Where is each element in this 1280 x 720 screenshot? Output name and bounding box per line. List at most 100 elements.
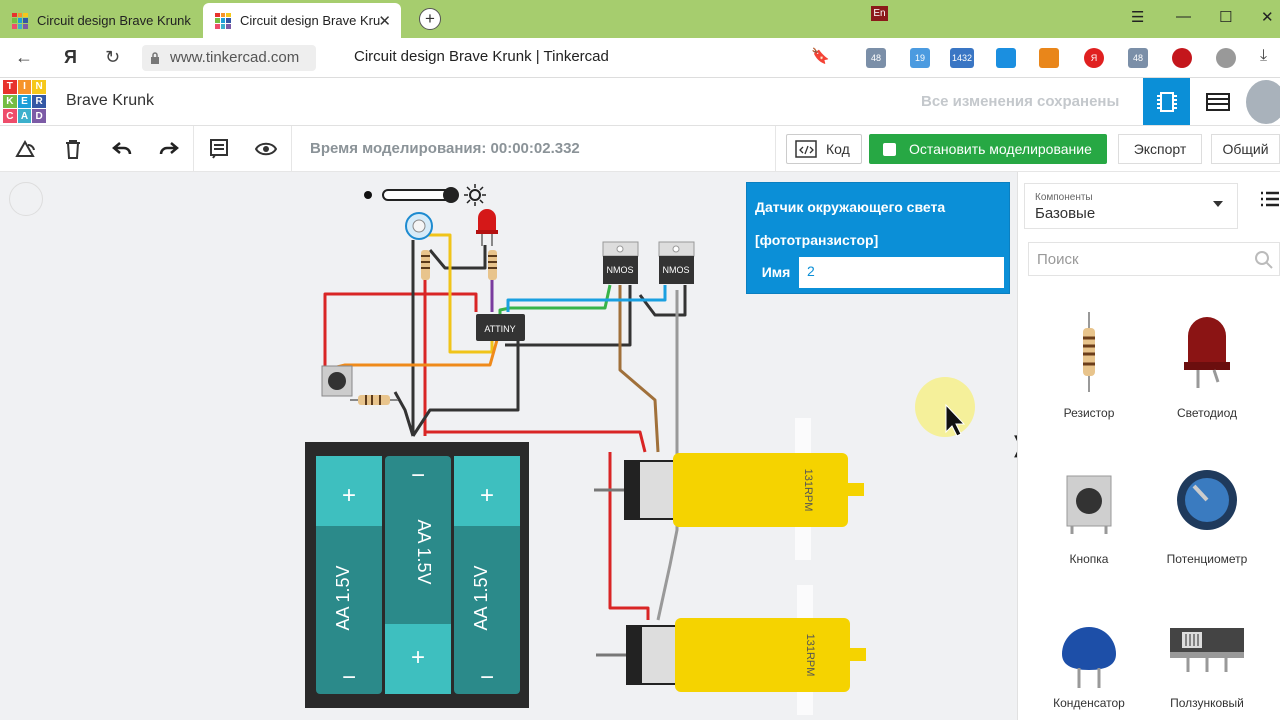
component-resistor[interactable]: Резистор	[1034, 312, 1144, 420]
search-placeholder: Поиск	[1037, 251, 1079, 268]
stop-simulation-label: Остановить моделирование	[909, 141, 1092, 157]
attiny-chip[interactable]: ATTINY	[476, 314, 525, 341]
name-label: Имя	[753, 257, 799, 288]
wire-red[interactable]	[425, 430, 647, 453]
app-header: T I N K E R C A D Brave Krunk Все измене…	[0, 78, 1280, 126]
ext-48b-icon[interactable]: 48	[1128, 48, 1148, 68]
resistor-icon	[1083, 312, 1095, 392]
save-status: Все изменения сохранены	[921, 93, 1120, 110]
component-list-view-button[interactable]	[1196, 78, 1240, 125]
list-view-icon[interactable]	[1259, 190, 1279, 208]
nmos-label: NMOS	[663, 265, 690, 275]
wire-red[interactable]	[323, 292, 478, 370]
yandex-ext-icon[interactable]: Я	[1084, 48, 1104, 68]
dc-motor-2[interactable]: 131RPM	[596, 585, 866, 715]
resistor[interactable]	[350, 395, 398, 405]
pushbutton[interactable]	[321, 365, 353, 397]
redo-icon	[159, 142, 179, 155]
bookmark-icon[interactable]: 🔖	[811, 48, 830, 65]
yandex-icon[interactable]: Я	[64, 47, 77, 67]
resistor[interactable]	[421, 250, 430, 280]
circuit-view-button[interactable]	[1143, 78, 1190, 125]
nmos-transistor-1[interactable]: NMOS	[602, 241, 639, 284]
battery-sign: +	[480, 482, 494, 509]
pushbutton-icon	[1066, 475, 1112, 534]
wire-black[interactable]	[393, 391, 415, 437]
minimize-icon[interactable]: —	[1176, 8, 1191, 25]
export-button[interactable]: Экспорт	[1118, 134, 1202, 164]
url-field[interactable]: www.tinkercad.com	[142, 45, 316, 71]
motor-label: 131RPM	[804, 634, 816, 677]
language-indicator: En	[871, 6, 888, 21]
ext-19-icon[interactable]: 19	[910, 48, 930, 68]
phototransistor[interactable]	[405, 212, 433, 240]
chip-label: ATTINY	[484, 324, 515, 334]
name-field-row[interactable]: Имя 2	[752, 256, 1005, 289]
nmos-transistor-2[interactable]: NMOS	[658, 241, 695, 284]
logo-letter: K	[3, 94, 17, 109]
tab-title: Circuit design Brave Kru	[240, 13, 381, 28]
redo-button[interactable]	[147, 126, 191, 172]
ext-1432-icon[interactable]: 1432	[950, 48, 974, 68]
component-category-select[interactable]: Компоненты Базовые	[1024, 183, 1238, 229]
slide-switch-icon	[1170, 628, 1244, 672]
visibility-button[interactable]	[244, 126, 288, 172]
wire-yellow[interactable]	[425, 233, 494, 354]
downloads-icon[interactable]: ⤓	[1260, 47, 1268, 64]
logo-letter: T	[3, 80, 17, 94]
wire-black[interactable]	[411, 340, 520, 437]
close-window-icon[interactable]: ✕	[1261, 9, 1274, 26]
browser-tab-2-active[interactable]: Circuit design Brave Kru ✕	[203, 3, 401, 38]
code-button[interactable]: Код	[786, 134, 862, 164]
sync-ext-icon[interactable]	[1216, 48, 1236, 68]
key-ext-icon[interactable]	[1039, 48, 1059, 68]
editor-toolbar: Время моделирования: 00:00:02.332 Код Ос…	[0, 126, 1280, 172]
wire-red[interactable]	[608, 452, 650, 620]
light-level-slider[interactable]	[364, 184, 486, 206]
wire-gray[interactable]	[656, 290, 679, 621]
component-slide-switch[interactable]: Ползунковый	[1152, 610, 1262, 710]
nmos-label: NMOS	[607, 265, 634, 275]
back-arrow-icon[interactable]: ←	[15, 47, 33, 67]
component-search-input[interactable]: Поиск	[1028, 242, 1280, 276]
wire-black[interactable]	[428, 245, 487, 270]
youtube-ext-icon[interactable]	[1172, 48, 1192, 68]
mouse-cursor	[915, 377, 975, 437]
new-tab-button[interactable]: +	[419, 8, 441, 30]
fit-view-button[interactable]	[9, 182, 43, 216]
resistor[interactable]	[488, 250, 497, 280]
rotate-icon	[15, 139, 35, 157]
red-led[interactable]	[476, 209, 498, 246]
component-capacitor[interactable]: Конденсатор	[1034, 610, 1144, 710]
project-name[interactable]: Brave Krunk	[66, 92, 155, 109]
page-title: Circuit design Brave Krunk | Tinkercad	[354, 48, 609, 65]
battery-pack[interactable]: + − − + + − AA 1.5V AA 1.5V AA 1.5V	[305, 442, 529, 708]
wire-black[interactable]	[505, 285, 632, 347]
stop-simulation-button[interactable]: Остановить моделирование	[869, 134, 1107, 164]
close-tab-icon[interactable]: ✕	[378, 13, 391, 30]
rotate-button[interactable]	[4, 126, 48, 172]
browser-tab-1[interactable]: Circuit design Brave Krunk	[0, 3, 200, 38]
component-inspector: Датчик окружающего света [фототранзистор…	[746, 182, 1010, 294]
dc-motor-1[interactable]: 131RPM	[594, 418, 864, 560]
logo-letter: A	[17, 109, 32, 123]
name-input[interactable]: 2	[807, 263, 815, 279]
user-avatar[interactable]	[1246, 80, 1280, 124]
maximize-icon[interactable]: ☐	[1219, 9, 1233, 26]
wire-brown[interactable]	[618, 285, 660, 453]
reload-icon[interactable]: ↻	[105, 47, 121, 67]
menu-icon[interactable]: ☰	[1131, 9, 1145, 26]
ext-48-icon[interactable]: 48	[866, 48, 886, 68]
circuit-board-icon	[1156, 91, 1177, 112]
component-led[interactable]: Светодиод	[1152, 312, 1262, 420]
component-potentiometer[interactable]: Потенциометр	[1152, 462, 1262, 566]
wire-black[interactable]	[638, 285, 687, 317]
component-pushbutton[interactable]: Кнопка	[1034, 462, 1144, 566]
wire-blue[interactable]	[506, 285, 667, 312]
delete-button[interactable]	[51, 126, 95, 172]
share-button[interactable]: Общий	[1211, 134, 1280, 164]
undo-button[interactable]	[100, 126, 144, 172]
download-ext-icon[interactable]	[996, 48, 1016, 68]
notes-button[interactable]	[197, 126, 241, 172]
tinkercad-logo[interactable]: T I N K E R C A D	[3, 80, 46, 123]
